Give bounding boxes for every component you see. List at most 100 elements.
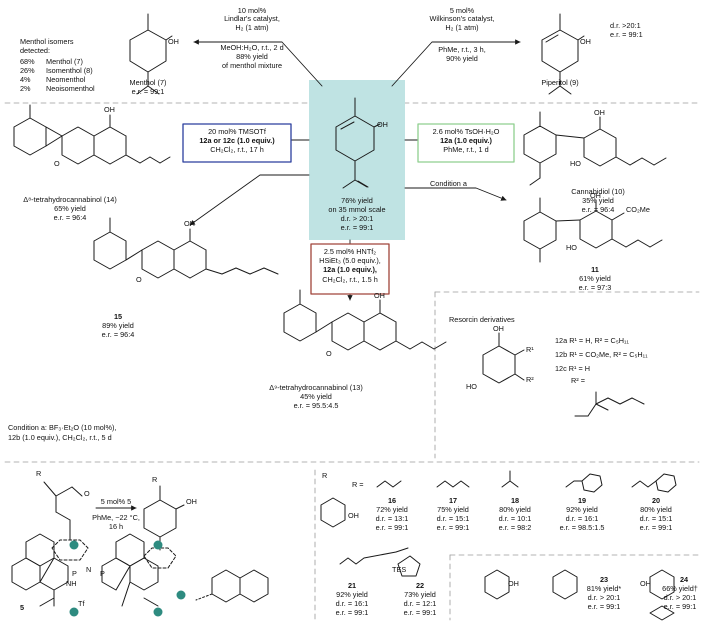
menthol-cond-6: of menthol mixture — [221, 61, 283, 70]
c15-yield: 89% yield — [102, 321, 134, 330]
cbd-er: e.r. = 96:4 — [581, 205, 615, 214]
center-dr: d.r. > 20:1 — [340, 214, 374, 223]
entry-dr: d.r. > 20:1 — [587, 593, 621, 602]
entry-yield: 81% yield* — [586, 584, 622, 593]
blue-cond-3: CH₂Cl₂, r.t., 17 h — [210, 145, 264, 155]
entry-dr: d.r. = 15:1 — [436, 514, 470, 523]
entry-dr: d.r. = 12:1 — [403, 599, 437, 608]
arrow-icon — [189, 174, 310, 226]
menthol-cond-5: 88% yield — [236, 52, 268, 61]
entry-yield: 92% yield — [566, 505, 598, 514]
entry-yield: 75% yield — [437, 505, 469, 514]
menthol-cond-2: Lindlar's catalyst, — [224, 14, 280, 23]
green-condition-border — [417, 123, 515, 163]
catalyst-teal-dots — [69, 540, 186, 617]
isomer-pct: 2% — [20, 84, 31, 93]
entry-er: e.r. = 98:2 — [498, 523, 532, 532]
entry-dr: d.r. = 13:1 — [375, 514, 409, 523]
r2-chain — [574, 391, 645, 417]
c11-er: e.r. = 97:3 — [578, 283, 612, 292]
resorcin-r1: R¹ — [526, 345, 534, 354]
center-molecule — [335, 97, 381, 189]
entry-yield: 80% yield — [499, 505, 531, 514]
entry21-tes: TES — [392, 565, 407, 574]
thc14-er: e.r. = 96:4 — [53, 213, 87, 222]
entry-er: e.r. = 98.5:1.5 — [559, 523, 605, 532]
thc13-yield: 45% yield — [300, 392, 332, 401]
piperitol-label: Piperitol (9) — [541, 78, 579, 87]
entry-yield: 92% yield — [336, 590, 368, 599]
cbd-oh: OH — [594, 108, 605, 117]
entry-num: 23 — [599, 575, 609, 584]
menthol-er: e.r. = 99:1 — [131, 87, 165, 96]
center-yield: 76% yield — [341, 196, 373, 205]
isomer-pct: 26% — [20, 66, 35, 75]
entry-yield: 66% yield† — [662, 584, 698, 593]
menthol-cond-1: 10 mol% — [237, 6, 267, 15]
thc14-o: O — [54, 159, 60, 168]
green-cond-3: PhMe, r.t., 1 d — [443, 145, 489, 155]
thc14-oh: OH — [104, 105, 115, 114]
c15-label: 15 — [113, 312, 123, 321]
resorcin-12c: 12c R¹ = H — [555, 364, 591, 373]
teal-dot-icon — [69, 607, 79, 617]
thc13-structure — [283, 289, 447, 351]
resorcin-r2-eq: R² = — [571, 376, 585, 385]
teal-dot-icon — [153, 607, 163, 617]
piperitol-cond-5: 90% yield — [446, 54, 478, 63]
brown-cond-4: CH₂Cl₂, r.t., 1.5 h — [322, 274, 378, 284]
thc13-name: Δ⁹-tetrahydrocannabinol (13) — [269, 383, 363, 392]
brown-condition-box: 2.5 mol% HNTf₂ HSiEt₃ (5.0 equiv.), 12a … — [312, 245, 388, 293]
product-table-rings — [320, 497, 675, 621]
menthol-structure — [129, 13, 173, 95]
entry-yield: 73% yield — [404, 590, 436, 599]
resorcin-oh: OH — [493, 324, 504, 333]
catalyst-tf: Tf — [78, 599, 85, 608]
blue-condition-box: 20 mol% TMSOTf 12a or 12c (1.0 equiv.) C… — [184, 125, 290, 161]
c11-oh: OH — [590, 191, 601, 200]
compound11-structure — [523, 197, 663, 263]
catalyst-p-right: P — [100, 569, 105, 578]
cbd-yield: 35% yield — [582, 196, 614, 205]
section-dividers — [4, 102, 700, 621]
condition-a-line1: Condition a: BF₃·Et₂O (10 mol%), — [8, 423, 117, 432]
table-r: R — [322, 471, 328, 480]
piperitol-cond-3: H₂ (1 atm) — [445, 23, 479, 32]
thc14-structure — [13, 104, 171, 165]
thc13-o: O — [326, 349, 332, 358]
green-condition-box: 2.6 mol% TsOH·H₂O 12a (1.0 equiv.) PhMe,… — [419, 125, 513, 161]
teal-dot-icon — [69, 540, 79, 550]
arrow-icon — [404, 187, 507, 201]
entry-yield: 72% yield — [376, 505, 408, 514]
table-oh: OH — [348, 511, 359, 520]
isomers-title-2: detected: — [20, 46, 51, 55]
condition-a-label: Condition a — [430, 179, 467, 188]
center-er: e.r. = 99:1 — [340, 223, 374, 232]
entry-er: e.r. = 99:1 — [335, 608, 369, 617]
piperitol-er: e.r. = 99:1 — [610, 30, 643, 39]
c15-oh: OH — [184, 219, 195, 228]
substrate-o: O — [84, 489, 90, 498]
arrow-icon — [193, 39, 323, 87]
piperitol-cond-4: PhMe, r.t., 3 h, — [438, 45, 486, 54]
resorcin-r2: R² — [526, 375, 534, 384]
entry-er: e.r. = 99:1 — [587, 602, 621, 611]
teal-dot-icon — [176, 590, 186, 600]
entry23-oh: OH — [508, 579, 519, 588]
menthol-cond-4: MeOH:H₂O, r.t., 2 d — [220, 43, 284, 52]
entry-num: 20 — [651, 496, 661, 505]
isomer-name: Menthol (7) — [46, 57, 83, 66]
entry-num: 21 — [347, 581, 357, 590]
entry-er: e.r. = 99:1 — [663, 602, 697, 611]
entry-er: e.r. = 99:1 — [375, 523, 409, 532]
resorcin-12a: 12a R¹ = H, R² = C₅H₁₁ — [555, 336, 629, 345]
c15-o: O — [136, 275, 142, 284]
teal-dot-icon — [153, 540, 163, 550]
entry-dr: d.r. = 10:1 — [498, 514, 532, 523]
cbd-structure — [523, 111, 667, 186]
piperitol-cond-1: 5 mol% — [449, 6, 475, 15]
table-r-eq: R = — [352, 480, 364, 489]
catalyst-p-left: P — [72, 569, 77, 578]
